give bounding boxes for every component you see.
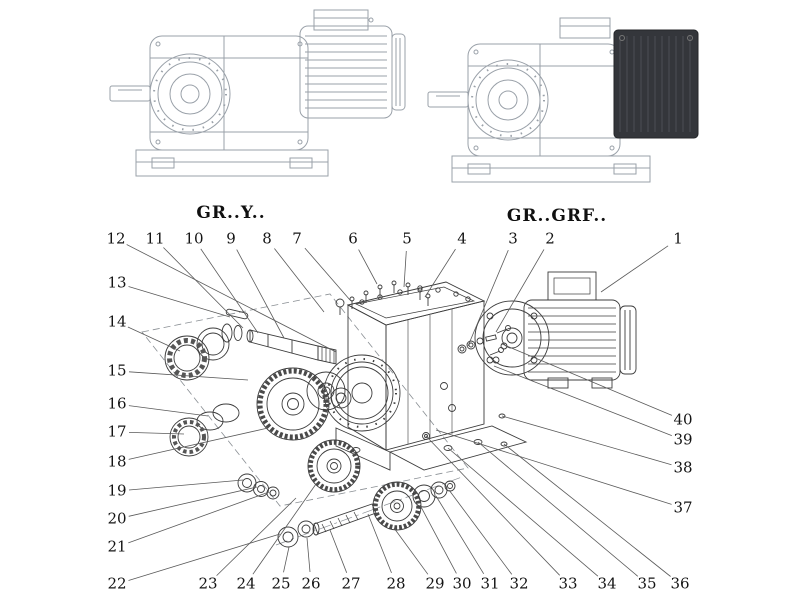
part-number-33: 33 (558, 574, 578, 593)
part-number-37: 37 (673, 498, 693, 517)
part-number-16: 16 (107, 394, 127, 413)
part-number-40: 40 (673, 410, 693, 429)
part-number-21: 21 (107, 537, 127, 556)
part-number-2: 2 (545, 229, 555, 248)
part-number-11: 11 (145, 229, 165, 248)
part-number-34: 34 (597, 574, 617, 593)
part-number-3: 3 (508, 229, 518, 248)
assembled-view-gr-y (109, 9, 406, 177)
part-number-20: 20 (107, 509, 127, 528)
part-number-38: 38 (673, 458, 693, 477)
second-stage-gear-set (256, 367, 352, 441)
part-number-14: 14 (107, 312, 127, 331)
part-number-26: 26 (301, 574, 321, 593)
part-number-9: 9 (226, 229, 236, 248)
assembled-view-gr-grf (427, 17, 699, 183)
part-number-27: 27 (341, 574, 361, 593)
part-number-36: 36 (670, 574, 690, 593)
part-number-22: 22 (107, 574, 127, 593)
part-number-8: 8 (262, 229, 272, 248)
part-number-13: 13 (107, 273, 127, 292)
part-number-25: 25 (271, 574, 291, 593)
part-number-32: 32 (509, 574, 529, 593)
dark-motor-block (613, 29, 699, 139)
part-number-1: 1 (673, 229, 683, 248)
part-number-18: 18 (107, 452, 127, 471)
part-number-35: 35 (637, 574, 657, 593)
part-number-12: 12 (106, 229, 126, 248)
part-number-7: 7 (292, 229, 302, 248)
part-number-23: 23 (198, 574, 218, 593)
part-number-24: 24 (236, 574, 256, 593)
part-number-19: 19 (107, 481, 127, 500)
part-number-17: 17 (107, 422, 127, 441)
part-number-4: 4 (457, 229, 467, 248)
part-number-39: 39 (673, 430, 693, 449)
variant-label-right: GR..GRF.. (506, 206, 608, 226)
part-number-5: 5 (402, 229, 412, 248)
part-number-30: 30 (452, 574, 472, 593)
part-number-28: 28 (386, 574, 406, 593)
part-number-6: 6 (348, 229, 358, 248)
variant-label-left: GR..Y.. (196, 203, 266, 223)
part-number-31: 31 (480, 574, 500, 593)
part-number-10: 10 (184, 229, 204, 248)
part-number-15: 15 (107, 361, 127, 380)
part-number-29: 29 (425, 574, 445, 593)
